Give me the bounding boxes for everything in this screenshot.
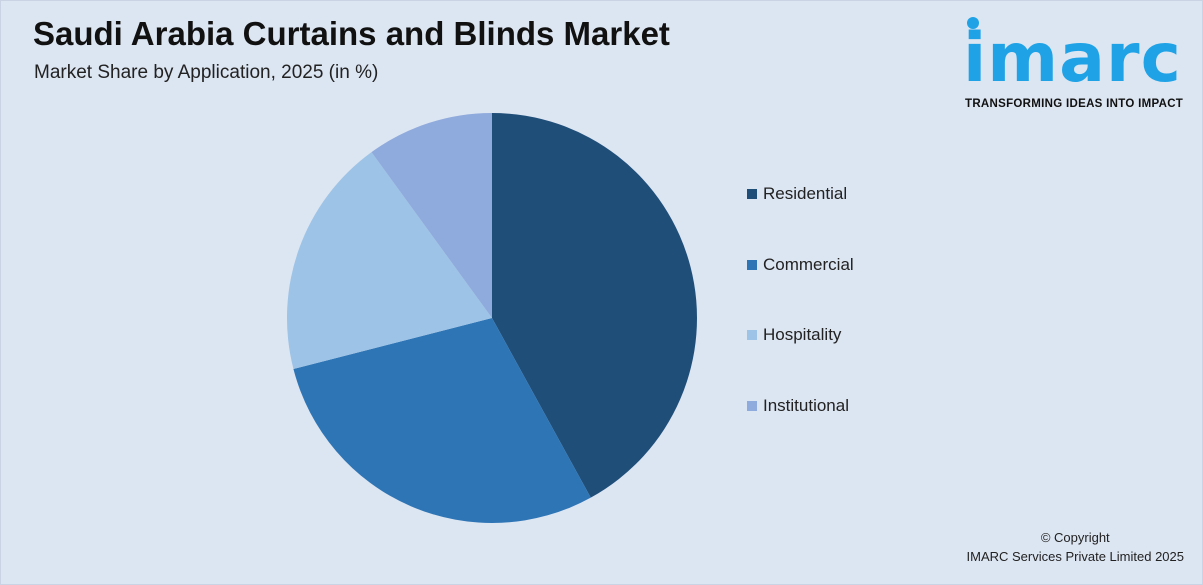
legend-item-hospitality: Hospitality [747, 325, 841, 345]
legend-swatch [747, 259, 757, 270]
legend-item-residential: Residential [747, 184, 847, 204]
copyright-line-1: © Copyright [1040, 530, 1110, 545]
logo-tagline: TRANSFORMING IDEAS INTO IMPACT [965, 98, 1184, 110]
legend-swatch [747, 330, 757, 340]
legend-label: Hospitality [763, 325, 842, 344]
pie-slice-hospitality [287, 152, 492, 369]
logo-wordmark: imarc [963, 19, 1182, 98]
pie-slice-institutional [371, 113, 492, 318]
legend-swatch [747, 400, 757, 411]
chart-subtitle: Market Share by Application, 2025 (in %) [34, 62, 379, 83]
legend-label: Institutional [763, 395, 849, 415]
copyright-notice: © Copyright IMARC Services Private Limit… [967, 528, 1184, 566]
pie-slice-residential [492, 113, 697, 498]
legend-label: Residential [763, 184, 848, 203]
legend-swatch [747, 189, 757, 199]
legend-label: Commercial [763, 254, 854, 274]
imarc-logo: imarc TRANSFORMING IDEAS INTO IMPACT [963, 15, 1195, 115]
legend-item-commercial: Commercial [747, 255, 854, 275]
copyright-line-2: IMARC Services Private Limited 2025 [966, 549, 1184, 564]
chart-title: Saudi Arabia Curtains and Blinds Market [33, 15, 670, 52]
legend-item-institutional: Institutional [747, 396, 849, 416]
logo-dot-icon [967, 17, 979, 29]
pie-slice-commercial [293, 318, 591, 523]
